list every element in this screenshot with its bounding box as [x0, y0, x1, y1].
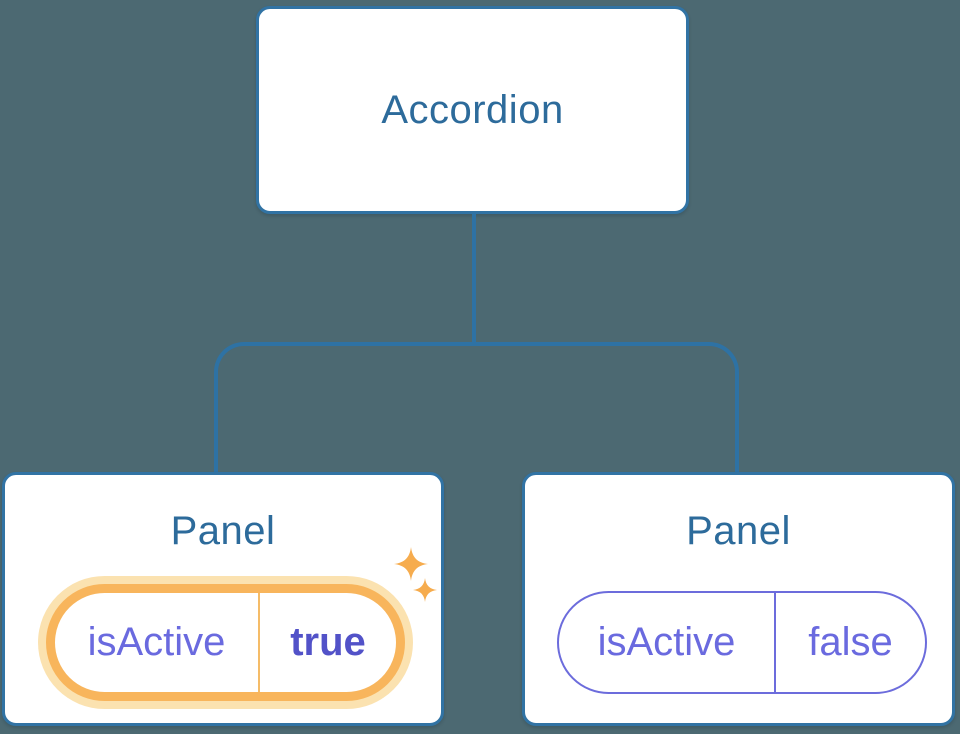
accordion-label: Accordion — [381, 87, 564, 132]
state-pill-active: isActive true — [46, 584, 405, 701]
state-key: isActive — [597, 620, 736, 664]
state-value: false — [774, 593, 925, 692]
state-pill-inactive: isActive false — [557, 591, 927, 694]
panel-node-active: Panel isActive true — [2, 472, 444, 726]
state-value: true — [258, 593, 396, 692]
connector-stem — [472, 214, 476, 344]
panel-label: Panel — [686, 509, 791, 553]
connector-bracket — [214, 342, 739, 472]
state-key: isActive — [87, 620, 226, 664]
sparkles-icon — [413, 578, 437, 602]
accordion-node: Accordion — [256, 6, 689, 214]
sparkles-icon — [394, 547, 428, 581]
panel-node-inactive: Panel isActive false — [522, 472, 955, 726]
panel-label: Panel — [170, 509, 276, 553]
